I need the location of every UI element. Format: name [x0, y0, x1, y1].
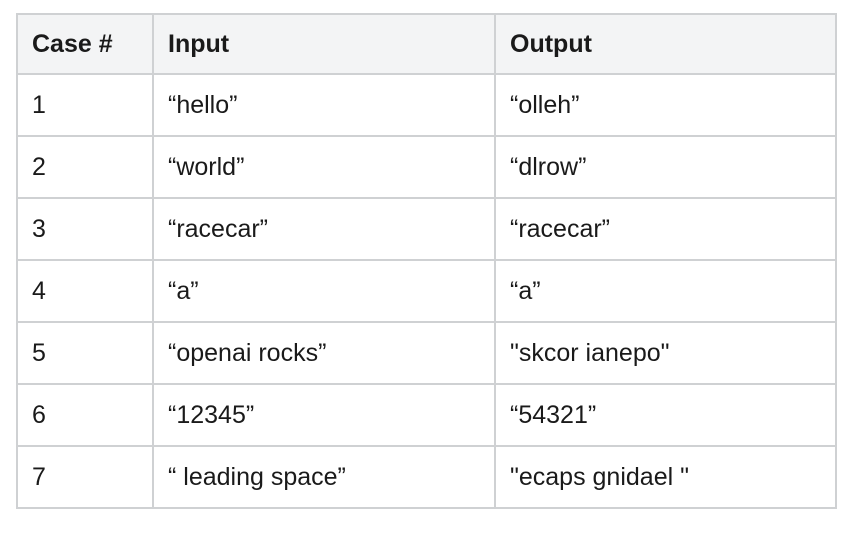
cell-input: “12345”: [152, 383, 496, 447]
cell-case-number: 5: [16, 321, 154, 385]
cell-case-number: 2: [16, 135, 154, 199]
cell-input: “racecar”: [152, 197, 496, 261]
header-input: Input: [152, 13, 496, 75]
cell-output: “a”: [494, 259, 837, 323]
table-row: 5 “openai rocks” "skcor ianepo": [16, 321, 837, 385]
table-row: 7 “ leading space” "ecaps gnidael ": [16, 445, 837, 509]
cell-output: “olleh”: [494, 73, 837, 137]
cell-output: “racecar”: [494, 197, 837, 261]
cell-output: "ecaps gnidael ": [494, 445, 837, 509]
cell-input: “hello”: [152, 73, 496, 137]
cell-case-number: 1: [16, 73, 154, 137]
cell-output: “dlrow”: [494, 135, 837, 199]
table-row: 2 “world” “dlrow”: [16, 135, 837, 199]
cell-input: “world”: [152, 135, 496, 199]
cell-case-number: 6: [16, 383, 154, 447]
cell-output: "skcor ianepo": [494, 321, 837, 385]
table-row: 4 “a” “a”: [16, 259, 837, 323]
cell-case-number: 7: [16, 445, 154, 509]
cell-input: “ leading space”: [152, 445, 496, 509]
table-row: 3 “racecar” “racecar”: [16, 197, 837, 261]
header-output: Output: [494, 13, 837, 75]
table-row: 6 “12345” “54321”: [16, 383, 837, 447]
cell-output: “54321”: [494, 383, 837, 447]
cell-case-number: 4: [16, 259, 154, 323]
table-row: 1 “hello” “olleh”: [16, 73, 837, 137]
cell-input: “a”: [152, 259, 496, 323]
table-header-row: Case # Input Output: [16, 13, 837, 75]
test-case-table-container: Case # Input Output 1 “hello” “olleh” 2 …: [16, 13, 837, 509]
cell-case-number: 3: [16, 197, 154, 261]
test-case-table: Case # Input Output 1 “hello” “olleh” 2 …: [16, 13, 837, 509]
cell-input: “openai rocks”: [152, 321, 496, 385]
header-case-number: Case #: [16, 13, 154, 75]
